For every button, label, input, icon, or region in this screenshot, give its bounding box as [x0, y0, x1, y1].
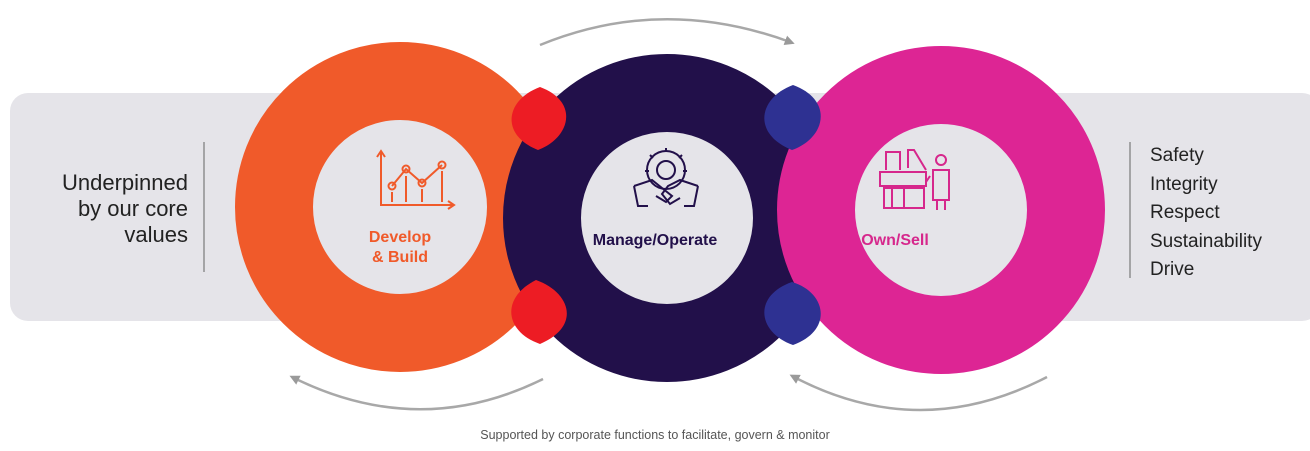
core-value-item: Respect: [1150, 202, 1220, 223]
core-value-item: Safety: [1150, 145, 1204, 166]
operator-machine-icon: [879, 149, 950, 210]
handshake-gear-icon: [633, 148, 699, 207]
core-value-item: Integrity: [1150, 173, 1218, 195]
intro-line: Underpinned: [62, 170, 188, 195]
overlap-manage-own-top: [764, 85, 821, 150]
stage-label-line: Manage/Operate: [592, 232, 718, 249]
core-value-item: Sustainability: [1150, 230, 1262, 252]
stage-label-line: Develop: [368, 229, 432, 246]
overlap-manage-own-bottom: [764, 282, 821, 345]
stage-label-own-sell: Own/Sell: [835, 231, 955, 251]
intro-line: values: [124, 222, 188, 247]
overlap-develop-manage-bottom: [511, 280, 567, 344]
growth-chart-icon: [376, 149, 456, 210]
ring-own-sell: [777, 46, 1105, 374]
stage-label-develop-build: Develop & Build: [340, 228, 460, 268]
cycle-arrow-bottom-right: [789, 374, 1048, 412]
background-band: [10, 93, 1310, 321]
cycle-arrow-top: [539, 17, 795, 47]
stage-label-line: Own/Sell: [861, 232, 929, 249]
overlap-develop-manage-top: [511, 87, 567, 150]
core-value-item: Drive: [1150, 259, 1195, 280]
core-values-list: Safety Integrity Respect Sustainability …: [1150, 142, 1262, 285]
core-values-intro: Underpinned by our core values: [30, 170, 188, 248]
stage-label-manage-operate: Manage/Operate: [575, 231, 735, 251]
cycle-arrow-bottom-left: [289, 375, 544, 411]
footer-caption: Supported by corporate functions to faci…: [480, 428, 830, 442]
stage-label-line: & Build: [372, 249, 428, 266]
intro-line: by our core: [77, 196, 188, 221]
